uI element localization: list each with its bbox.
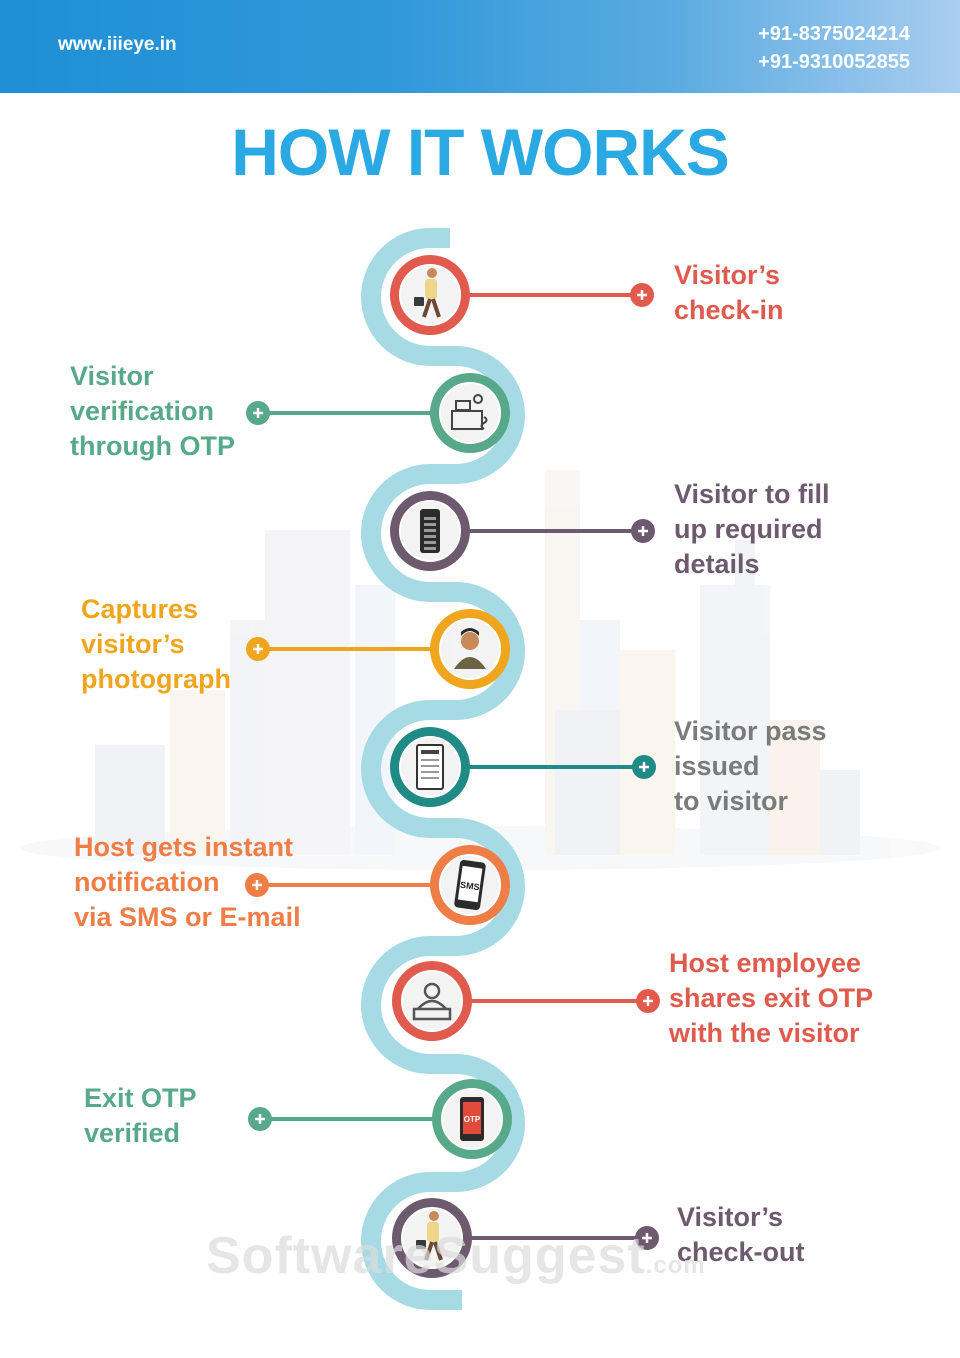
- step-4: [246, 609, 510, 689]
- reception-desk-icon: [451, 394, 488, 430]
- step-label-9: Visitor’s check-out: [677, 1202, 805, 1267]
- plus-node-icon[interactable]: [632, 755, 656, 779]
- svg-text:OTP: OTP: [464, 1115, 481, 1124]
- website-link[interactable]: www.iiieye.in: [58, 34, 177, 55]
- otp-phone-icon: OTP: [460, 1097, 484, 1141]
- sms-phone-icon: SMS: [454, 859, 486, 911]
- phone-numbers: +91-8375024214 +91-9310052855: [758, 20, 910, 76]
- plus-node-icon[interactable]: [630, 283, 654, 307]
- step-5: [390, 727, 656, 807]
- walking-visitor-icon: [414, 268, 441, 318]
- page-title: HOW IT WORKS: [231, 115, 730, 189]
- host-employee-icon: [412, 982, 452, 1021]
- svg-text:SMS: SMS: [460, 880, 481, 893]
- plus-node-icon[interactable]: [245, 873, 269, 897]
- step-1: [390, 255, 654, 335]
- step-2: [246, 373, 510, 453]
- plus-node-icon[interactable]: [636, 989, 660, 1013]
- step-9: [392, 1198, 659, 1278]
- step-label-6: Host gets instant notification via SMS o…: [74, 832, 301, 932]
- plus-node-icon[interactable]: [246, 401, 270, 425]
- step-6: SMS: [245, 845, 510, 925]
- step-label-2: Visitor verification through OTP: [70, 361, 235, 461]
- serpentine-path: [361, 228, 525, 1310]
- plus-node-icon[interactable]: [635, 1226, 659, 1250]
- step-8: OTP: [248, 1079, 512, 1159]
- step-label-8: Exit OTP verified: [84, 1083, 197, 1148]
- step-7: [392, 961, 660, 1041]
- step-label-7: Host employee shares exit OTP with the v…: [669, 948, 874, 1048]
- visitor-pass-icon: [416, 744, 444, 790]
- step-label-3: Visitor to fill up required details: [674, 479, 830, 579]
- step-icon-background: [439, 382, 501, 444]
- plus-node-icon[interactable]: [248, 1107, 272, 1131]
- header-bar: www.iiieye.in +91-8375024214 +91-9310052…: [0, 0, 960, 93]
- plus-node-icon[interactable]: [631, 519, 655, 543]
- step-3: [390, 491, 655, 571]
- visitor-photo-icon: [452, 627, 488, 669]
- mobile-form-icon: [420, 509, 440, 553]
- step-label-1: Visitor’s check-in: [674, 260, 784, 325]
- step-label-4: Captures visitor’s photograph: [81, 594, 231, 694]
- phone-number-2[interactable]: +91-9310052855: [758, 51, 910, 73]
- plus-node-icon[interactable]: [246, 637, 270, 661]
- watermark: SoftwareSuggest.com: [206, 1227, 706, 1285]
- walking-visitor-icon: [416, 1211, 443, 1261]
- phone-number-1[interactable]: +91-8375024214: [758, 23, 910, 45]
- step-label-5: Visitor pass issued to visitor: [674, 716, 827, 816]
